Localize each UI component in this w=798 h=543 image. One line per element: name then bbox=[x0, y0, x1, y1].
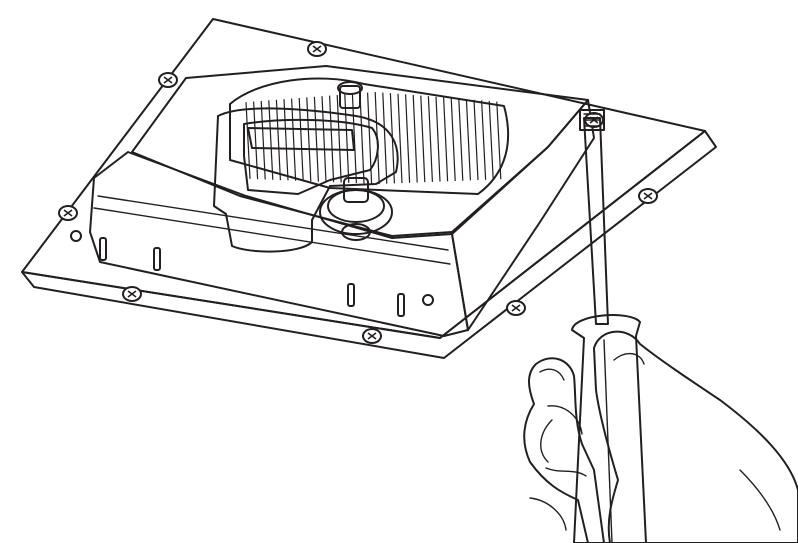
blower-vane bbox=[435, 96, 441, 182]
blower-vane bbox=[473, 99, 479, 181]
blower-wheel bbox=[229, 77, 510, 195]
blower-vane bbox=[253, 101, 259, 180]
blower-vane bbox=[329, 95, 335, 183]
blower-vane bbox=[306, 97, 312, 182]
blower-vane bbox=[405, 94, 411, 183]
blower-vane bbox=[427, 96, 433, 182]
blower-vane bbox=[465, 99, 471, 181]
blower-vane bbox=[412, 94, 418, 183]
hand-icon bbox=[523, 330, 798, 543]
housing-hole-left bbox=[70, 230, 82, 242]
blower-vane bbox=[382, 92, 388, 184]
blower-vane bbox=[298, 97, 304, 182]
blower-vane bbox=[450, 97, 456, 182]
blower-vane bbox=[397, 93, 403, 184]
blower-vane bbox=[313, 96, 319, 182]
blower-vane bbox=[458, 98, 464, 181]
blower-vane bbox=[321, 96, 327, 182]
blower-vane bbox=[283, 99, 289, 181]
phillips-screw-icon bbox=[58, 205, 78, 221]
housing-right-wall bbox=[451, 99, 595, 331]
blower-vane bbox=[268, 100, 274, 180]
blower-vane bbox=[336, 94, 342, 183]
blower-vane bbox=[443, 97, 449, 182]
blower-vane bbox=[359, 93, 365, 184]
blower-vane bbox=[245, 102, 251, 179]
housing-slots bbox=[99, 237, 405, 317]
blower-vane bbox=[481, 100, 487, 180]
blower-vane bbox=[420, 95, 426, 183]
phillips-screw-icon bbox=[506, 300, 526, 316]
motor-hub bbox=[319, 177, 393, 241]
housing-hole-right bbox=[422, 294, 434, 306]
motor-top-hub bbox=[337, 81, 363, 109]
phillips-screw-icon bbox=[362, 328, 382, 344]
phillips-screw-icon bbox=[638, 188, 658, 204]
blower-vane bbox=[488, 100, 494, 180]
grille-plate-lower-edge bbox=[21, 130, 717, 359]
phillips-screw-icon bbox=[307, 41, 327, 57]
fan-motor-face bbox=[243, 118, 379, 195]
blower-vane bbox=[260, 100, 266, 180]
fan-motor-body bbox=[213, 107, 399, 253]
phillips-screw-icon bbox=[122, 286, 142, 302]
blower-vane bbox=[496, 101, 502, 180]
phillips-screw-icon bbox=[158, 72, 178, 88]
blower-vane bbox=[291, 98, 297, 181]
screwdriver-icon bbox=[571, 109, 647, 543]
blower-vane bbox=[275, 99, 281, 181]
blower-vane bbox=[344, 94, 350, 183]
